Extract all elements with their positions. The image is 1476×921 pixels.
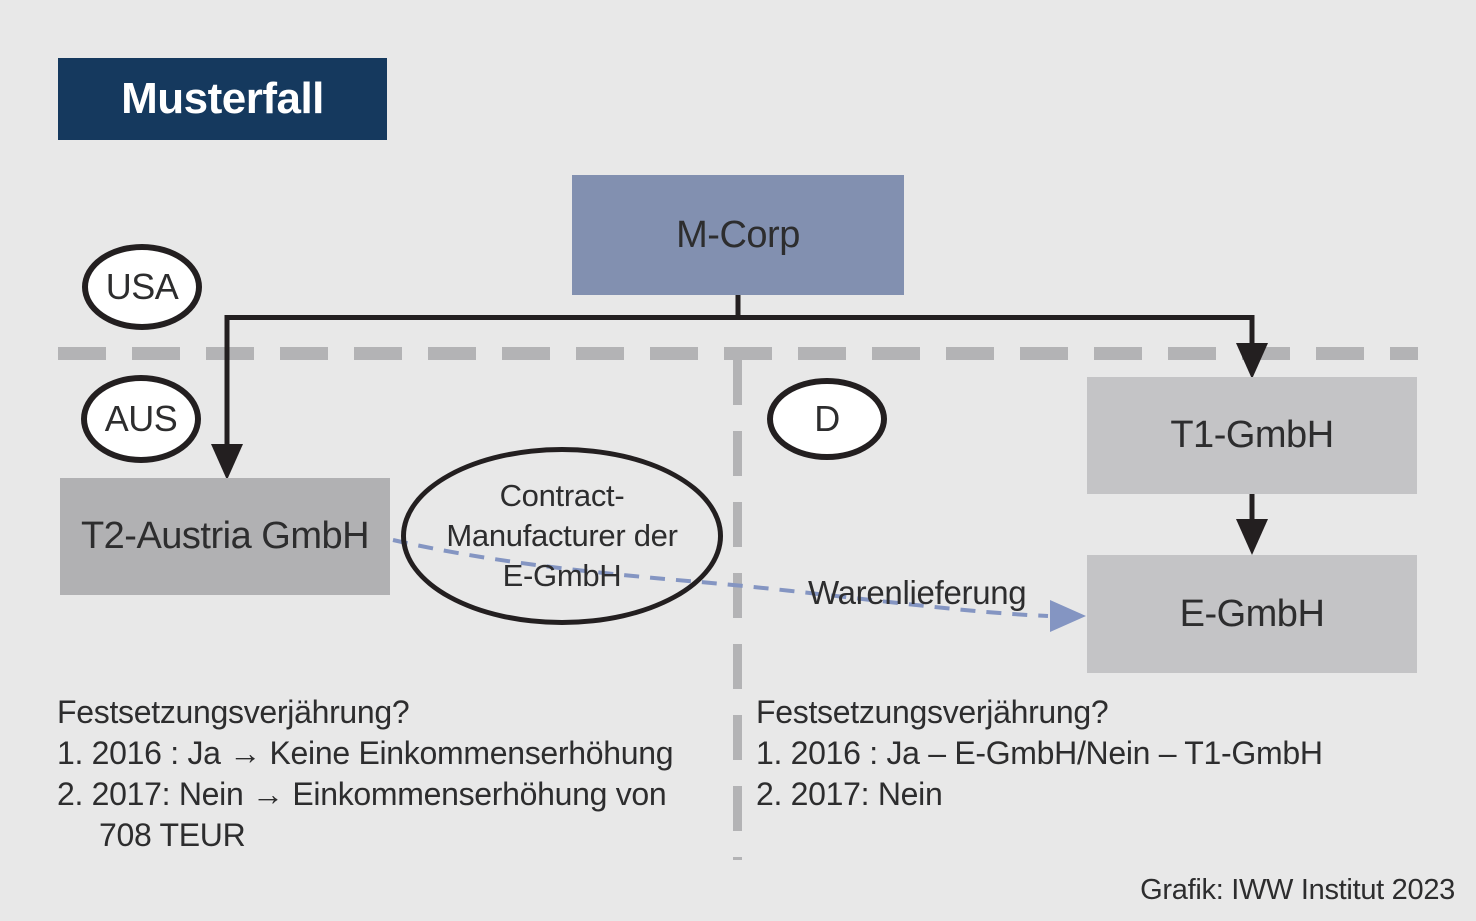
arrowhead-to-t1 [1236,343,1268,379]
notes-left: Festsetzungsverjährung? 1. 2016 : Ja → K… [57,692,674,856]
notes-right: Festsetzungsverjährung? 1. 2016 : Ja – E… [756,692,1323,815]
contract-manufacturer-note: Contract- Manufacturer der E-GmbH [401,447,723,625]
notes-left-line2: 2. 2017: Nein → Einkommenserhöhung von [57,776,667,812]
region-d-label: D [814,398,840,439]
notes-right-line1: 1. 2016 : Ja – E-GmbH/Nein – T1-GmbH [756,735,1323,771]
node-e-gmbh-label: E-GmbH [1179,592,1325,635]
region-usa-label: USA [105,266,179,307]
region-badge-aus: AUS [81,375,201,463]
region-aus-label: AUS [104,398,178,439]
node-m-corp: M-Corp [572,175,904,295]
contract-note-line3: E-GmbH [502,558,622,593]
notes-left-line1: 1. 2016 : Ja → Keine Einkommenserhöhung [57,735,674,771]
node-t2-austria-label: T2-Austria GmbH [80,515,370,557]
region-badge-usa: USA [82,244,202,330]
region-badge-d: D [767,378,887,460]
notes-left-line3: 708 TEUR [99,817,246,853]
contract-note-line1: Contract- [499,478,625,513]
notes-left-heading: Festsetzungsverjährung? [57,694,410,730]
node-t2-austria: T2-Austria GmbH [60,478,390,595]
node-e-gmbh: E-GmbH [1087,555,1417,673]
notes-right-line2: 2. 2017: Nein [756,776,943,812]
contract-note-line2: Manufacturer der [446,518,678,553]
notes-right-heading: Festsetzungsverjährung? [756,694,1109,730]
node-m-corp-label: M-Corp [676,213,800,256]
graphic-credit: Grafik: IWW Institut 2023 [1140,874,1455,906]
arrowhead-to-t2 [211,444,243,480]
node-t1-gmbh: T1-GmbH [1087,377,1417,494]
goods-delivery-arrowhead [1050,600,1086,632]
goods-delivery-label: Warenlieferung [808,574,1027,611]
case-title: Musterfall [58,58,387,140]
node-t1-gmbh-label: T1-GmbH [1170,414,1334,456]
arrowhead-to-egmbh [1236,519,1268,555]
